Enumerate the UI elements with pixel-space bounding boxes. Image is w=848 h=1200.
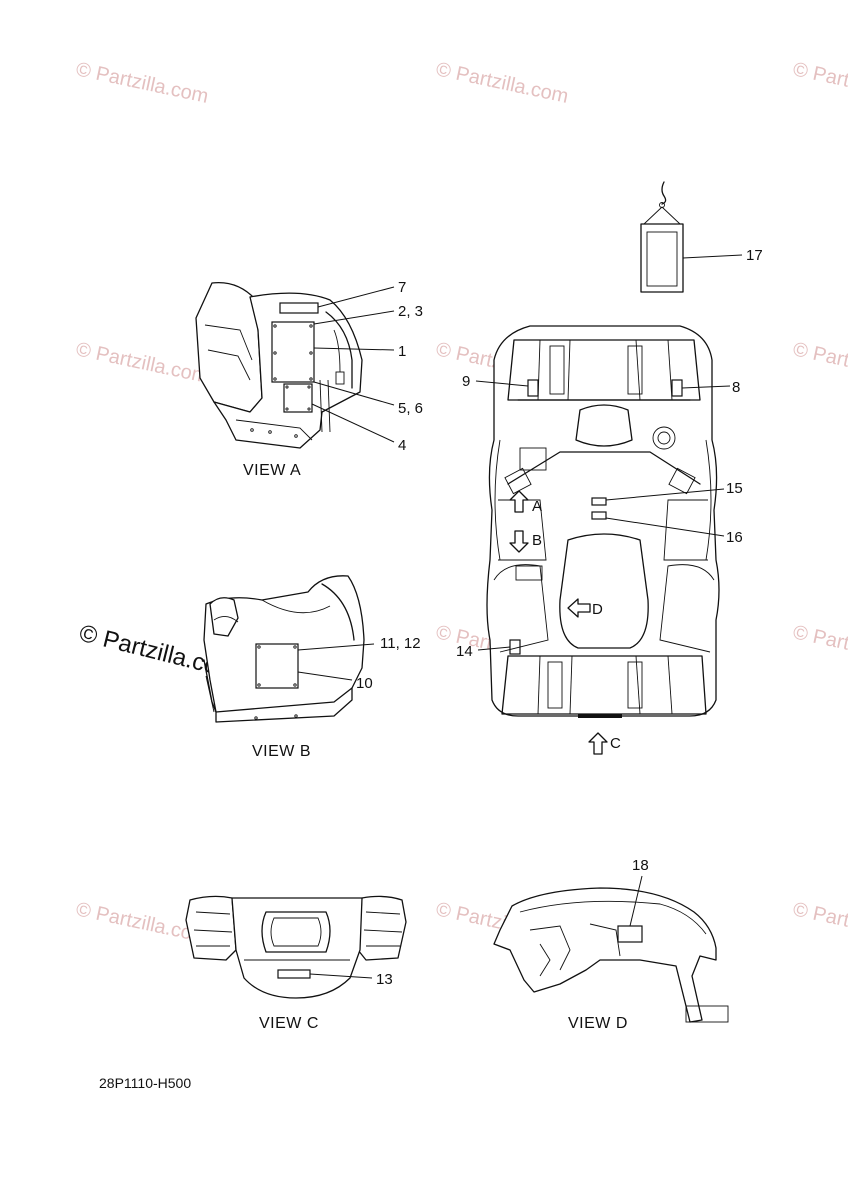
arrow-label-d: D	[592, 601, 603, 618]
callout-5-6: 5, 6	[398, 400, 423, 417]
watermark: © Partzilla.com	[434, 58, 570, 108]
view-d-illustration	[493, 875, 729, 1023]
watermark: © Partzilla.com	[74, 338, 210, 388]
callout-11-12: 11, 12	[380, 635, 421, 652]
hang-tag-illustration	[640, 181, 743, 293]
callout-17: 17	[746, 247, 763, 264]
callout-15: 15	[726, 480, 743, 497]
callout-9: 9	[462, 373, 470, 390]
view-a-title: VIEW A	[243, 462, 301, 479]
view-b-title: VIEW B	[252, 743, 311, 760]
arrow-label-b: B	[532, 532, 542, 549]
diagram-code: 28P1110-H500	[99, 1075, 191, 1091]
view-d-title: VIEW D	[568, 1015, 628, 1032]
arrow-up-icon	[588, 732, 608, 755]
watermark: © Partzilla.com	[791, 898, 848, 948]
watermark: © Partzilla.com	[791, 58, 848, 108]
callout-16: 16	[726, 529, 743, 546]
callout-14: 14	[456, 643, 473, 660]
view-c-illustration	[185, 895, 407, 999]
watermark: © Partzilla.com	[791, 621, 848, 671]
callout-2-3: 2, 3	[398, 303, 423, 320]
watermark: © Partzilla.com	[791, 338, 848, 388]
callout-1: 1	[398, 343, 406, 360]
arrow-label-c: C	[610, 735, 621, 752]
atv-top-view-illustration	[475, 325, 731, 755]
view-b-illustration	[203, 575, 375, 723]
callout-18: 18	[632, 857, 649, 874]
arrow-up-icon	[509, 490, 529, 513]
view-c-title: VIEW C	[259, 1015, 319, 1032]
arrow-label-a: A	[532, 498, 542, 515]
callout-10: 10	[356, 675, 373, 692]
view-a-illustration	[195, 281, 395, 449]
watermark-layer: © Partzilla.com © Partzilla.com © Partzi…	[74, 58, 848, 948]
callout-13: 13	[376, 971, 393, 988]
callout-8: 8	[732, 379, 740, 396]
arrow-down-icon	[509, 530, 529, 553]
arrow-left-icon	[567, 598, 591, 618]
watermark: © Partzilla.com	[74, 58, 210, 108]
callout-4: 4	[398, 437, 406, 454]
callout-7: 7	[398, 279, 406, 296]
